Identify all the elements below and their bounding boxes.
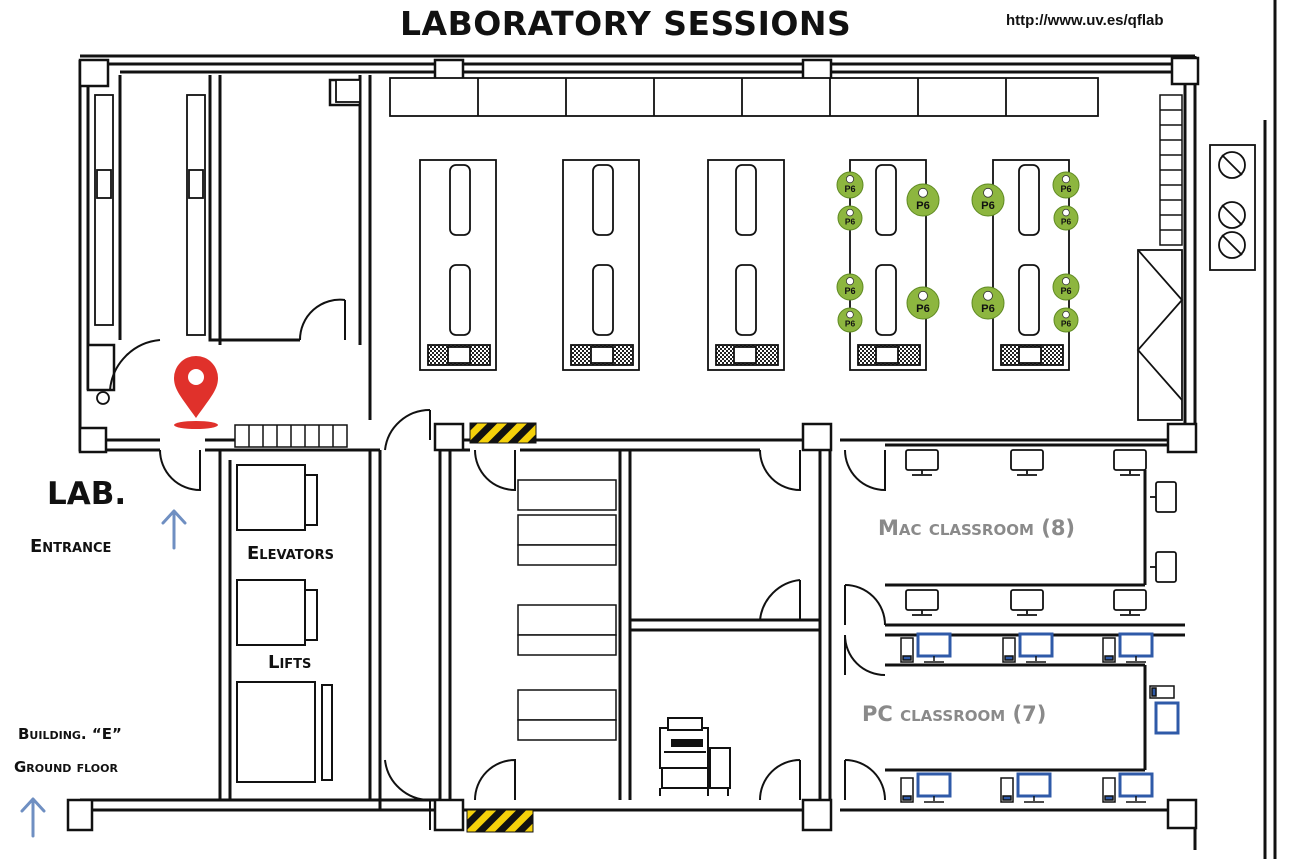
pillars — [66, 56, 1200, 832]
computer-monitor-icon — [900, 772, 952, 803]
pc-classroom-label: PC classroom (7) — [862, 702, 1047, 726]
elevators-label: Elevators — [247, 543, 334, 564]
p6-session-marker: P6 — [837, 205, 863, 231]
computer-monitor-icon — [1113, 589, 1147, 616]
computer-monitor-icon — [1102, 772, 1154, 803]
computer-monitor-icon — [900, 632, 952, 663]
printer-icon — [659, 717, 731, 796]
computer-monitor-icon — [1149, 685, 1180, 735]
up-arrow-icon — [161, 509, 187, 550]
p6-marker-label: P6 — [1061, 319, 1072, 329]
floor-label: Ground floor — [14, 758, 118, 776]
elevators — [236, 464, 333, 783]
student-avatar-icon — [1061, 277, 1071, 286]
student-avatar-icon — [846, 208, 854, 217]
lab-entrance-label: LAB. — [47, 476, 127, 512]
p6-session-marker: P6 — [836, 273, 864, 301]
computer-monitor-icon — [1002, 632, 1054, 663]
p6-marker-label: P6 — [844, 286, 855, 296]
student-avatar-icon — [983, 187, 993, 198]
p6-marker-label: P6 — [845, 217, 856, 227]
p6-session-marker: P6 — [906, 183, 940, 217]
p6-session-marker: P6 — [906, 286, 940, 320]
p6-marker-label: P6 — [916, 303, 930, 315]
p6-marker-label: P6 — [1060, 184, 1071, 194]
left-room-furniture — [94, 79, 361, 405]
computer-monitor-icon — [905, 589, 939, 616]
p6-marker-label: P6 — [981, 200, 995, 212]
wall-cabinets — [389, 77, 1184, 421]
student-avatar-icon — [1061, 175, 1071, 184]
walls — [78, 0, 1277, 859]
computer-monitor-icon — [1000, 772, 1052, 803]
p6-session-marker: P6 — [836, 171, 864, 199]
lab-benches — [419, 159, 1070, 371]
up-arrow-icon — [20, 797, 46, 838]
computer-monitor-icon — [1102, 632, 1154, 663]
p6-session-marker: P6 — [1053, 307, 1079, 333]
p6-session-marker: P6 — [971, 183, 1005, 217]
student-avatar-icon — [845, 277, 855, 286]
student-avatar-icon — [918, 187, 928, 198]
p6-session-marker: P6 — [1053, 205, 1079, 231]
computer-monitor-icon — [1010, 449, 1044, 476]
computer-monitor-icon — [1150, 481, 1177, 513]
door-swings — [109, 298, 886, 830]
p6-marker-label: P6 — [1061, 217, 1072, 227]
p6-session-marker: P6 — [971, 286, 1005, 320]
lab-entrance-sublabel: Entrance — [30, 536, 112, 557]
p6-marker-label: P6 — [916, 200, 930, 212]
p6-marker-label: P6 — [981, 303, 995, 315]
building-label: Building. “E” — [18, 725, 122, 743]
computer-monitor-icon — [1113, 449, 1147, 476]
p6-session-marker: P6 — [1052, 171, 1080, 199]
computer-monitor-icon — [1010, 589, 1044, 616]
map-title: LABORATORY SESSIONS — [400, 4, 852, 43]
fume-hoods — [1209, 144, 1256, 271]
pc-computers — [900, 632, 1180, 803]
student-avatar-icon — [1062, 208, 1070, 217]
student-avatar-icon — [845, 175, 855, 184]
student-avatar-icon — [983, 290, 993, 301]
hazard-stripes — [466, 422, 537, 833]
student-avatar-icon — [918, 290, 928, 301]
website-url[interactable]: http://www.uv.es/qflab — [1006, 12, 1164, 29]
p6-marker-label: P6 — [845, 319, 856, 329]
student-avatar-icon — [1062, 310, 1070, 319]
computer-monitor-icon — [1150, 551, 1177, 583]
middle-cabinets — [517, 479, 617, 741]
student-avatar-icon — [846, 310, 854, 319]
p6-session-marker: P6 — [837, 307, 863, 333]
p6-session-marker: P6 — [1052, 273, 1080, 301]
p6-marker-label: P6 — [1060, 286, 1071, 296]
mac-computers — [905, 449, 1177, 616]
location-pin-icon — [174, 356, 218, 429]
mac-classroom-label: Mac classroom (8) — [878, 516, 1076, 540]
p6-marker-label: P6 — [844, 184, 855, 194]
computer-monitor-icon — [905, 449, 939, 476]
lifts-label: Lifts — [268, 652, 312, 673]
stairs — [234, 94, 1183, 448]
